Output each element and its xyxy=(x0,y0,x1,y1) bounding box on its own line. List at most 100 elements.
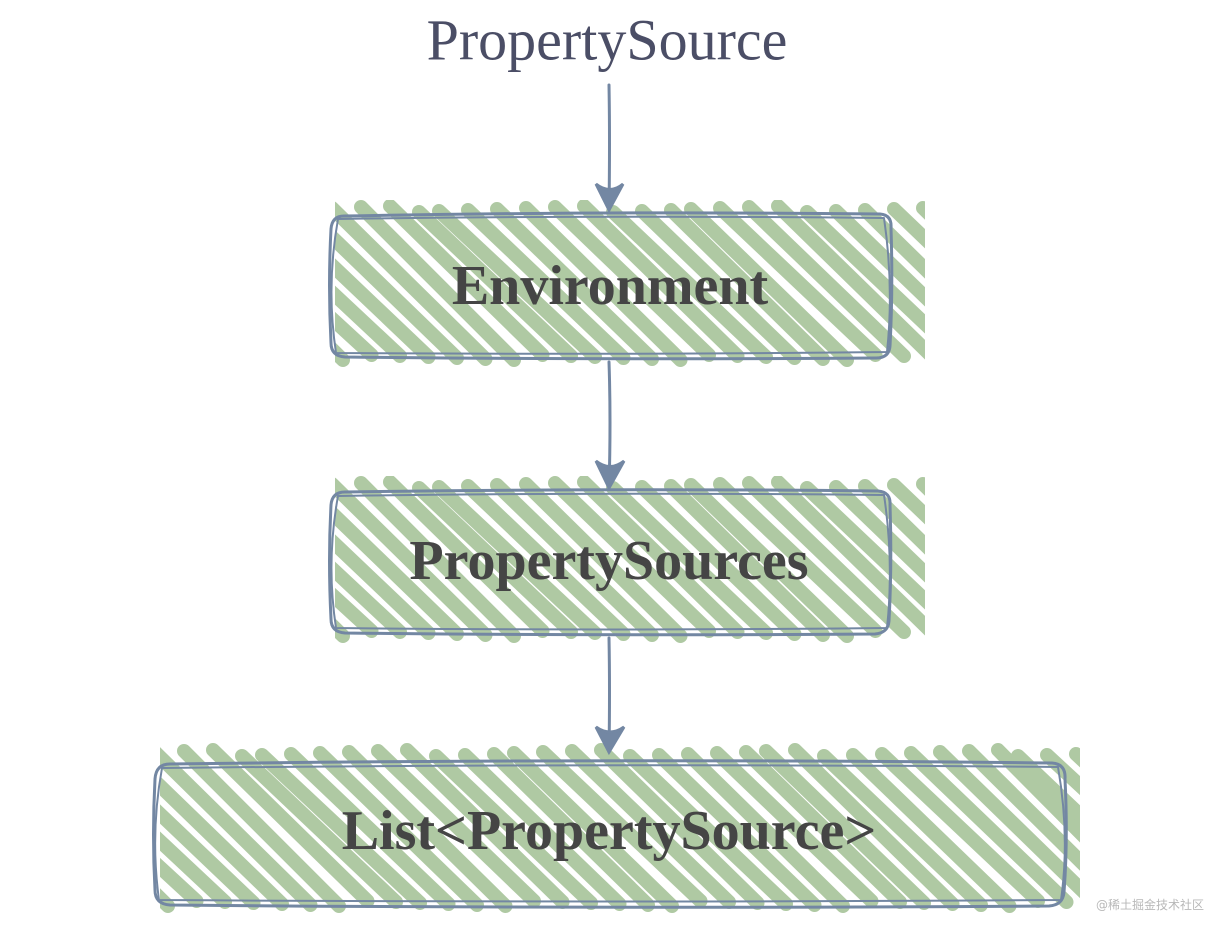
environment-box-hatch xyxy=(335,200,925,367)
hatch-stroke xyxy=(490,478,659,642)
hatch-stroke xyxy=(160,776,289,911)
hatch-stroke xyxy=(606,205,773,364)
hatch-stroke xyxy=(461,479,631,641)
hatch-stroke xyxy=(664,479,830,642)
hatch-stroke xyxy=(335,587,379,638)
hatch-stroke xyxy=(933,745,1080,899)
hatch-stroke xyxy=(664,203,830,366)
hatch-stroke xyxy=(887,478,925,525)
hatch-stroke xyxy=(1040,748,1080,796)
hatch-stroke xyxy=(710,746,879,908)
hatch-stroke xyxy=(487,747,655,912)
hatch-stroke xyxy=(577,476,745,639)
hatch-stroke xyxy=(916,477,925,496)
hatch-stroke xyxy=(1069,747,1080,768)
hatch-stroke xyxy=(354,200,521,367)
hatch-stroke xyxy=(635,480,802,641)
hatch-stroke xyxy=(371,744,541,908)
environment-box xyxy=(328,211,894,361)
hatch-stroke xyxy=(458,748,627,911)
hatch-stroke xyxy=(829,204,925,307)
hatch-stroke xyxy=(335,477,493,642)
hatch-stroke xyxy=(235,749,403,909)
hatch-stroke xyxy=(519,201,688,367)
hatch-stroke xyxy=(335,342,350,367)
property-sources-box-hatch xyxy=(335,476,925,643)
hatch-stroke xyxy=(284,747,456,911)
hatch-stroke xyxy=(759,744,931,910)
hatch-stroke xyxy=(962,744,1080,871)
hatch-stroke xyxy=(713,477,883,638)
hatch-stroke xyxy=(788,743,960,911)
hatch-stroke xyxy=(800,481,925,610)
arrow-property-sources-to-list xyxy=(594,636,626,756)
environment-label: Environment xyxy=(452,255,769,317)
list-property-source-label: List<PropertySource> xyxy=(342,800,877,862)
hatch-stroke xyxy=(335,534,436,640)
hatch-stroke xyxy=(335,506,464,641)
property-sources-box xyxy=(328,488,893,637)
hatch-stroke xyxy=(594,743,765,910)
top-label-property-source: PropertySource xyxy=(427,7,788,72)
hatch-stroke xyxy=(916,201,925,220)
hatch-stroke xyxy=(335,311,379,362)
hatch-stroke xyxy=(846,748,1017,913)
property-sources-label: PropertySources xyxy=(409,530,808,592)
hatch-stroke xyxy=(904,746,1074,909)
hatch-stroke xyxy=(412,481,578,639)
hatch-stroke xyxy=(412,205,578,363)
hatch-stroke xyxy=(335,258,436,364)
hatch-stroke xyxy=(160,831,232,909)
hatch-stroke xyxy=(354,476,521,643)
hatch-stroke xyxy=(800,205,925,334)
hatch-stroke xyxy=(829,480,925,583)
list-box-hatch xyxy=(160,743,1080,913)
hatch-stroke xyxy=(313,746,484,912)
hatch-stroke xyxy=(684,478,854,643)
hatch-stroke xyxy=(160,747,318,912)
hatch-stroke xyxy=(817,749,988,912)
hatch-stroke xyxy=(160,857,204,908)
watermark: @稀土掘金技术社区 xyxy=(1095,898,1204,912)
hatch-stroke xyxy=(335,285,407,363)
list-box xyxy=(152,759,1068,909)
arrow-environment-to-property-sources xyxy=(594,360,626,492)
hatch-stroke xyxy=(490,202,659,366)
hatch-stroke xyxy=(623,749,793,911)
hatch-stroke xyxy=(335,230,464,365)
hatch-stroke xyxy=(991,743,1080,843)
hatch-stroke xyxy=(681,747,850,913)
hatch-stroke xyxy=(400,743,570,909)
hatch-stroke xyxy=(606,481,773,640)
hatch-stroke xyxy=(771,200,925,360)
hatch-stroke xyxy=(548,200,716,362)
hatch-stroke xyxy=(565,744,736,909)
hatch-stroke xyxy=(652,748,822,912)
hatch-stroke xyxy=(519,477,688,643)
hatch-stroke xyxy=(429,749,598,910)
hatch-stroke xyxy=(635,204,802,365)
hatch-stroke xyxy=(206,743,375,908)
hatch-stroke xyxy=(177,744,346,913)
hatch-stroke xyxy=(335,201,493,366)
hatch-stroke xyxy=(507,746,679,913)
hatch-stroke xyxy=(577,200,745,363)
hatch-stroke xyxy=(255,748,427,910)
hatch-stroke xyxy=(536,745,708,908)
hatch-stroke xyxy=(432,480,602,640)
hatch-stroke xyxy=(684,202,854,367)
hatch-stroke xyxy=(383,200,550,362)
hatch-stroke xyxy=(742,200,911,363)
hatch-stroke xyxy=(548,476,716,638)
hatch-stroke xyxy=(342,745,513,913)
hatch-stroke xyxy=(771,476,925,636)
hatch-stroke xyxy=(461,203,631,365)
hatch-stroke xyxy=(739,745,907,909)
arrow-top-to-environment xyxy=(594,83,625,214)
hatch-stroke xyxy=(335,618,350,643)
hatch-stroke xyxy=(160,888,175,913)
hatch-stroke xyxy=(887,202,925,249)
hatch-stroke xyxy=(875,747,1045,908)
hatch-stroke xyxy=(713,201,883,362)
